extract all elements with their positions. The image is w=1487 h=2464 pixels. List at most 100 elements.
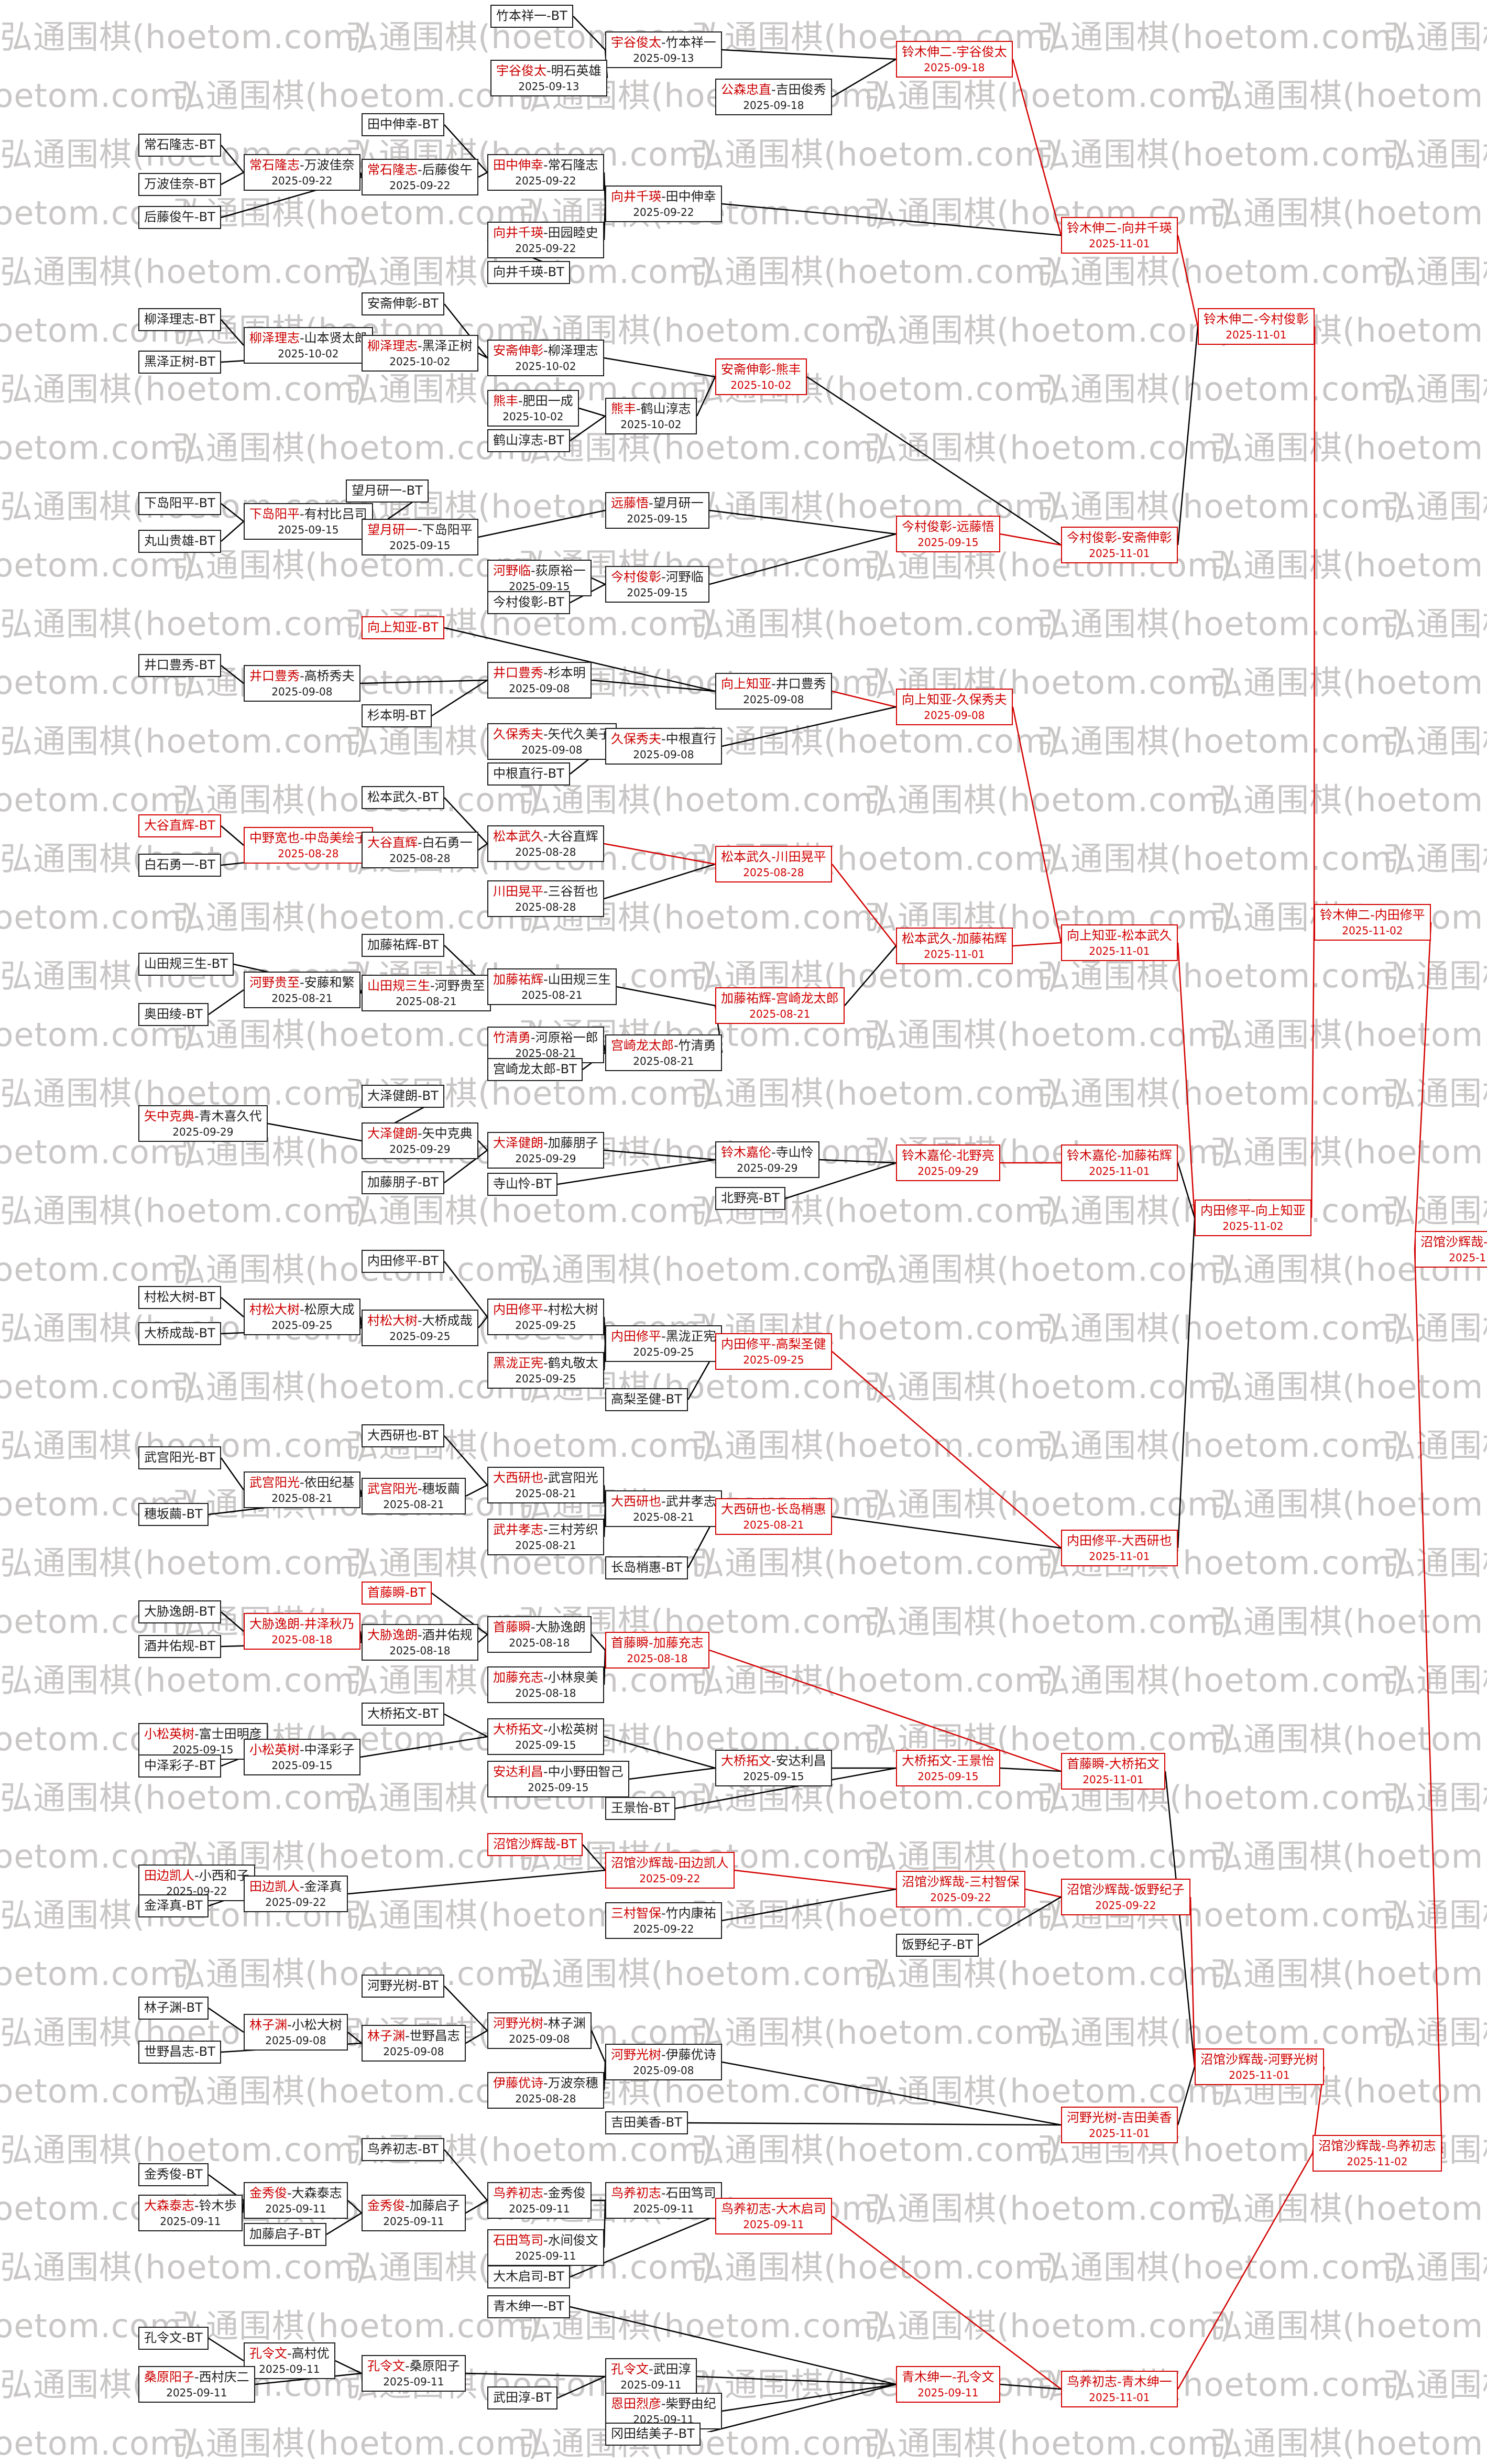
player-entry-box[interactable]: 宫崎龙太郎-BT: [487, 1058, 583, 1081]
player-entry-box[interactable]: 中根直行-BT: [487, 762, 570, 786]
player-entry-box[interactable]: 大泽健朗-BT: [362, 1085, 444, 1108]
player-entry-box[interactable]: 孔令文-BT: [138, 2327, 209, 2350]
player-entry-box[interactable]: 北野亮-BT: [715, 1187, 785, 1210]
player-entry-box[interactable]: 饭野纪子-BT: [896, 1934, 979, 1957]
player-entry-box[interactable]: 向井千瑛-BT: [487, 261, 570, 284]
player-entry-box[interactable]: 寺山怜-BT: [487, 1173, 557, 1196]
player-entry-box[interactable]: 田中伸幸-BT: [362, 113, 444, 136]
player-entry-box[interactable]: 下岛阳平-BT: [138, 492, 221, 515]
player-entry-box[interactable]: 加藤启子-BT: [244, 2223, 326, 2246]
player-entry-box[interactable]: 加藤朋子-BT: [362, 1171, 444, 1194]
player-entry-box[interactable]: 村松大树-BT: [138, 1286, 221, 1309]
player-entry-box[interactable]: 冈田结美子-BT: [605, 2423, 701, 2446]
player-entry-box[interactable]: 大木启司-BT: [487, 2265, 570, 2288]
player-entry-box[interactable]: 今村俊彰-BT: [487, 591, 570, 614]
player-entry-box[interactable]: 鹤山淳志-BT: [487, 429, 570, 452]
player-entry-box[interactable]: 丸山贵雄-BT: [138, 530, 221, 553]
player-entry-box[interactable]: 金秀俊-BT: [138, 2163, 209, 2186]
player-entry-box[interactable]: 武宫阳光-BT: [138, 1446, 221, 1469]
player-entry-box[interactable]: 首藤瞬-BT: [362, 1582, 432, 1605]
player-entry-box[interactable]: 武田淳-BT: [487, 2386, 557, 2410]
player-entry-box[interactable]: 后藤俊午-BT: [138, 206, 221, 229]
player-entry-box[interactable]: 柳泽理志-BT: [138, 308, 221, 331]
player-entry-box[interactable]: 沼馆沙辉哉-BT: [487, 1833, 583, 1856]
player-entry-box[interactable]: 鸟养初志-BT: [362, 2138, 444, 2161]
player-entry-box[interactable]: 常石隆志-BT: [138, 134, 221, 157]
player-entry-box[interactable]: 望月研一-BT: [346, 479, 429, 503]
player-entry-box[interactable]: 内田修平-BT: [362, 1250, 444, 1273]
player-entry-box[interactable]: 金泽真-BT: [138, 1894, 209, 1917]
player-entry-box[interactable]: 世野昌志-BT: [138, 2041, 221, 2064]
player-entry-box[interactable]: 高梨圣健-BT: [605, 1388, 688, 1411]
final-match-box[interactable]: 沼馆沙辉哉-铃木伸二2025-11-02: [1415, 1231, 1487, 1268]
player-entry-box[interactable]: 井口豊秀-BT: [138, 654, 221, 677]
player-entry-box[interactable]: 中泽彩子-BT: [138, 1754, 221, 1778]
player-entry-box[interactable]: 竹本祥一-BT: [490, 5, 573, 28]
player-entry-box[interactable]: 黑泽正树-BT: [138, 351, 221, 374]
player-entry-box[interactable]: 长岛梢惠-BT: [605, 1556, 688, 1579]
player-entry-box[interactable]: 大桥成哉-BT: [138, 1322, 221, 1345]
player-entry-box[interactable]: 万波佳奈-BT: [138, 173, 221, 196]
player-entry-box[interactable]: 大胁逸朗-BT: [138, 1600, 221, 1623]
